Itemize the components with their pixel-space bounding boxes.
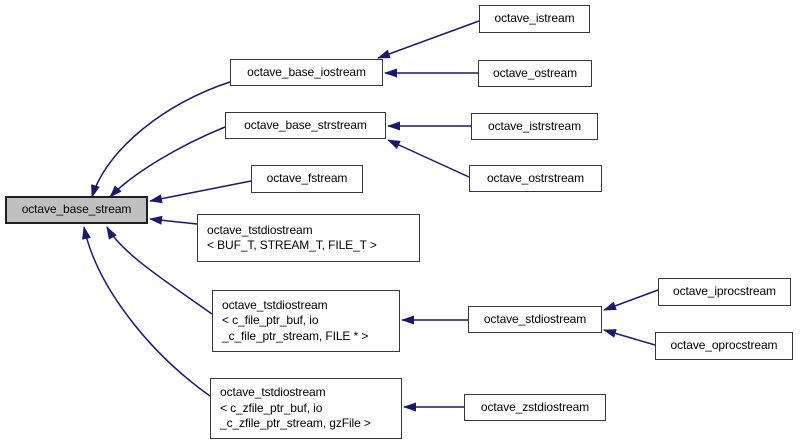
inheritance-arrow-octave_base_iostream-to-octave_base_stream bbox=[91, 81, 231, 198]
class-node-octave_zstdiostream[interactable]: octave_zstdiostream bbox=[464, 394, 606, 421]
class-node-octave_base_strstream[interactable]: octave_base_strstream bbox=[225, 112, 386, 139]
class-node-octave_base_iostream[interactable]: octave_base_iostream bbox=[230, 59, 383, 86]
class-node-label: _c_zfile_ptr_stream, gzFile > bbox=[220, 416, 371, 431]
class-node-label: octave_base_iostream bbox=[247, 64, 366, 79]
class-node-octave_istream[interactable]: octave_istream bbox=[479, 5, 590, 33]
class-node-octave_tstdiostream_zfile[interactable]: octave_tstdiostream< c_zfile_ptr_buf, io… bbox=[210, 378, 402, 439]
class-node-label: octave_oprocstream bbox=[670, 338, 778, 353]
class-node-octave_tstdiostream_file[interactable]: octave_tstdiostream< c_file_ptr_buf, io_… bbox=[212, 290, 400, 352]
class-node-octave_tstdiostream_generic[interactable]: octave_tstdiostream< BUF_T, STREAM_T, FI… bbox=[197, 214, 420, 262]
class-node-octave_iprocstream[interactable]: octave_iprocstream bbox=[658, 278, 791, 306]
class-node-label: < c_zfile_ptr_buf, io bbox=[220, 400, 323, 415]
class-node-octave_ostrstream[interactable]: octave_ostrstream bbox=[469, 165, 602, 192]
class-node-label: octave_zstdiostream bbox=[480, 399, 590, 414]
inheritance-arrow-octave_ostrstream-to-octave_base_strstream bbox=[387, 139, 470, 178]
class-node-label: octave_fstream bbox=[266, 171, 348, 186]
class-node-label: octave_ostream bbox=[493, 65, 577, 80]
inheritance-arrow-octave_base_strstream-to-octave_base_stream bbox=[109, 126, 226, 198]
inheritance-arrow-octave_tstdiostream_generic-to-octave_base_stream bbox=[149, 215, 198, 225]
class-node-octave_istrstream[interactable]: octave_istrstream bbox=[471, 113, 598, 140]
class-node-label: octave_iprocstream bbox=[673, 284, 776, 299]
class-node-label: < BUF_T, STREAM_T, FILE_T > bbox=[207, 238, 377, 252]
inheritance-arrow-octave_fstream-to-octave_base_stream bbox=[149, 180, 252, 204]
class-node-label: octave_base_stream bbox=[21, 202, 132, 217]
class-node-octave_stdiostream[interactable]: octave_stdiostream bbox=[468, 306, 602, 333]
class-node-label: octave_stdiostream bbox=[483, 311, 587, 326]
class-node-label: octave_ostrstream bbox=[486, 170, 584, 185]
class-node-octave_fstream[interactable]: octave_fstream bbox=[251, 165, 363, 193]
inheritance-arrow-octave_oprocstream-to-octave_stdiostream bbox=[603, 329, 656, 346]
class-node-label: octave_base_strstream bbox=[244, 117, 367, 132]
inheritance-arrow-octave_tstdiostream_zfile-to-octave_base_stream bbox=[82, 226, 211, 397]
class-node-label: octave_tstdiostream bbox=[207, 222, 313, 237]
inheritance-arrow-octave_iprocstream-to-octave_stdiostream bbox=[603, 289, 659, 311]
class-node-label: _c_file_ptr_stream, FILE * > bbox=[222, 328, 369, 343]
class-node-label: octave_istream bbox=[494, 11, 575, 26]
class-node-octave_ostream[interactable]: octave_ostream bbox=[478, 60, 592, 87]
class-node-label: < c_file_ptr_buf, io bbox=[222, 313, 319, 328]
class-node-octave_oprocstream[interactable]: octave_oprocstream bbox=[655, 332, 793, 360]
class-node-label: octave_tstdiostream bbox=[220, 385, 326, 400]
class-node-label: octave_istrstream bbox=[488, 118, 581, 133]
class-node-label: octave_tstdiostream bbox=[222, 297, 328, 312]
class-node-octave_base_stream: octave_base_stream bbox=[5, 196, 148, 224]
inheritance-arrow-octave_istream-to-octave_base_iostream bbox=[377, 20, 480, 59]
